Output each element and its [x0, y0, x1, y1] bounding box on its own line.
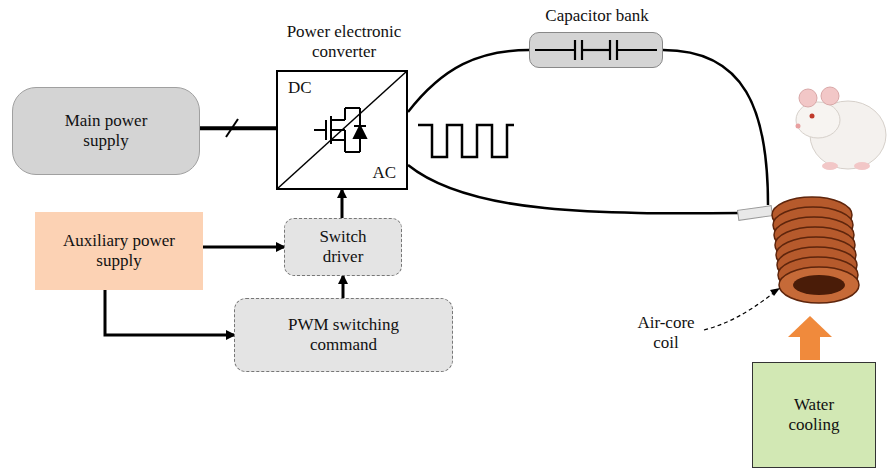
leader-arrowhead	[770, 288, 780, 296]
converter-diagonal	[277, 71, 407, 189]
coil-label: Air-core coil	[626, 313, 706, 354]
leader-line	[704, 291, 776, 330]
power-supply-box: Main power supply	[12, 87, 200, 175]
node-text: AC	[372, 163, 396, 183]
cooling-arrow	[788, 316, 832, 360]
connector	[342, 276, 345, 298]
connector	[105, 290, 234, 335]
auxiliary-supply-box: Auxiliary power supply	[35, 212, 203, 290]
connector	[200, 126, 276, 130]
converter-box: Power electronic converterDCAC	[276, 70, 408, 190]
node-text: Main power supply	[46, 111, 166, 152]
cooling-box: Water cooling	[752, 362, 876, 468]
capacitor-bank-box: Capacitor bank	[529, 32, 663, 68]
connector	[341, 190, 344, 218]
node-text: Switch driver	[303, 227, 383, 268]
node-text: PWM switching command	[274, 315, 414, 356]
node-text: Capacitor bank	[510, 6, 684, 26]
square-wave	[418, 125, 514, 157]
node-text: Water cooling	[774, 395, 854, 436]
connector	[203, 246, 284, 249]
node-text: Power electronic converter	[258, 22, 430, 63]
driver-box: Switch driver	[284, 218, 402, 276]
pwm-box: PWM switching command	[234, 298, 453, 372]
connector	[408, 50, 529, 112]
wire	[663, 50, 768, 205]
air-core-coil	[737, 197, 859, 303]
capacitor-symbols	[535, 40, 657, 60]
node-text: DC	[288, 78, 312, 98]
rat-illustration	[796, 87, 887, 170]
mosfet-symbol	[314, 108, 366, 152]
node-text: Auxiliary power supply	[59, 231, 179, 272]
wire	[408, 165, 742, 213]
